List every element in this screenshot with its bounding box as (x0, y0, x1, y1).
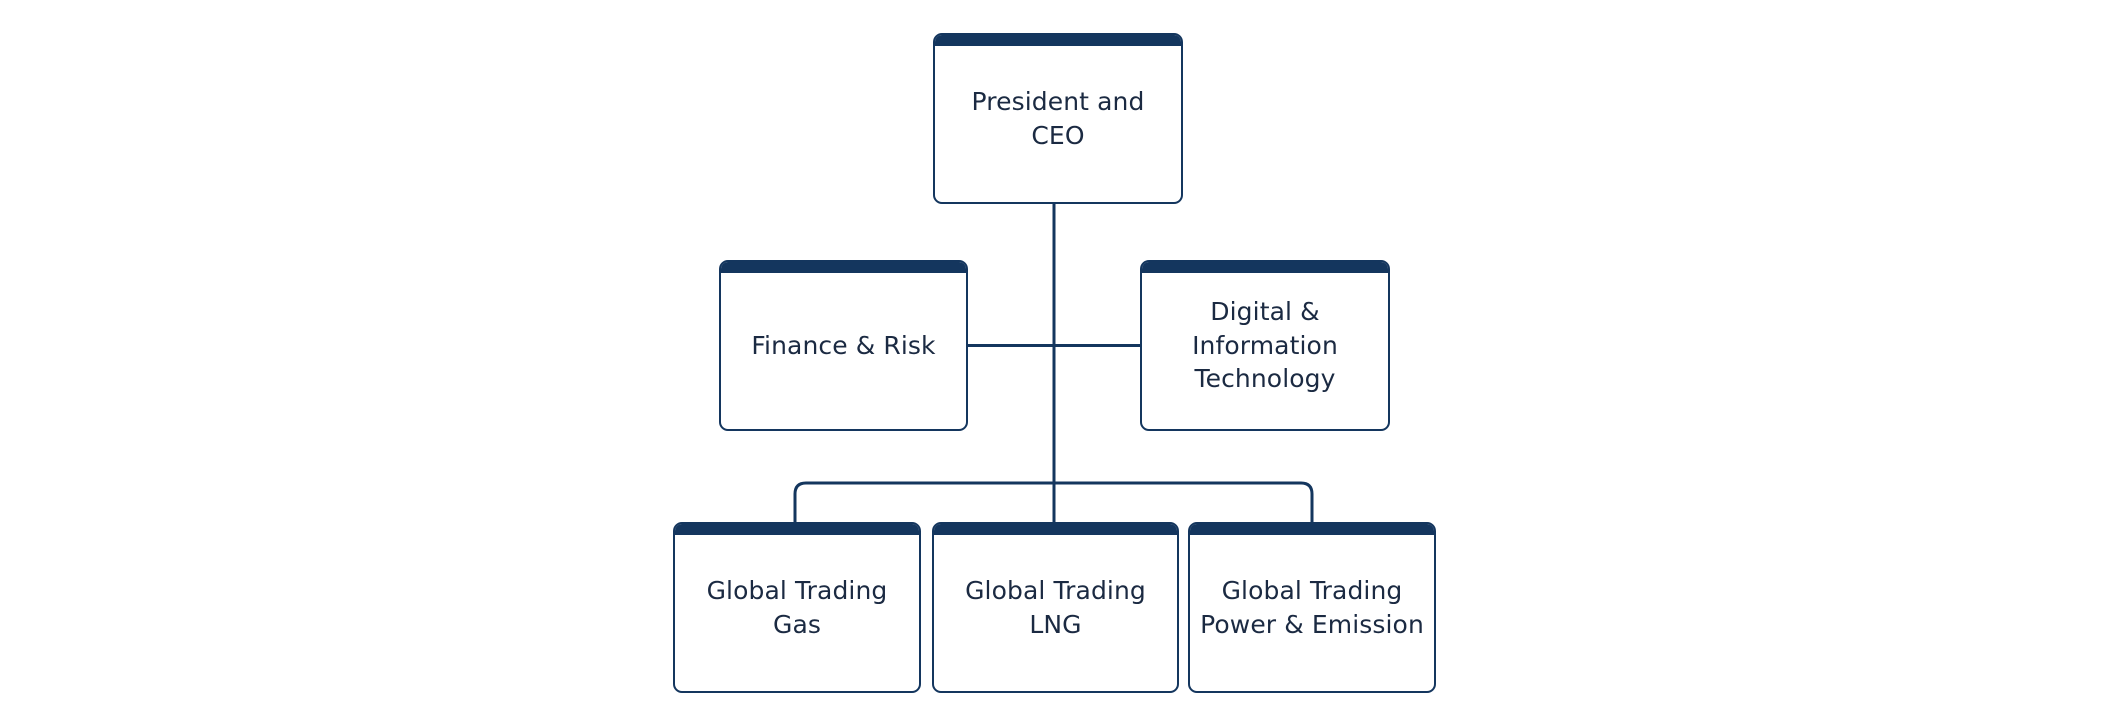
org-node-label: Global Trading Gas (706, 576, 888, 639)
org-node-label: Global Trading Power & Emission (1200, 576, 1424, 639)
node-accent-bar (1190, 524, 1434, 535)
org-node-global-trading-gas[interactable]: Global Trading Gas (673, 522, 921, 693)
org-node-label: Digital & Information Technology (1192, 297, 1338, 394)
node-accent-bar (675, 524, 919, 535)
org-node-global-trading-power-and-emission[interactable]: Global Trading Power & Emission (1188, 522, 1436, 693)
org-node-digital-and-information-technology[interactable]: Digital & Information Technology (1140, 260, 1390, 431)
node-accent-bar (721, 262, 966, 273)
node-accent-bar (935, 35, 1181, 46)
node-accent-bar (1142, 262, 1388, 273)
org-node-global-trading-lng[interactable]: Global Trading LNG (932, 522, 1179, 693)
org-node-label: Global Trading LNG (965, 576, 1146, 639)
org-node-president-and-ceo[interactable]: President and CEO (933, 33, 1183, 204)
org-node-label: President and CEO (971, 87, 1145, 150)
org-node-label: Finance & Risk (751, 330, 936, 360)
connector-level3-bracket (793, 481, 1314, 522)
org-node-finance-and-risk[interactable]: Finance & Risk (719, 260, 968, 431)
node-accent-bar (934, 524, 1177, 535)
